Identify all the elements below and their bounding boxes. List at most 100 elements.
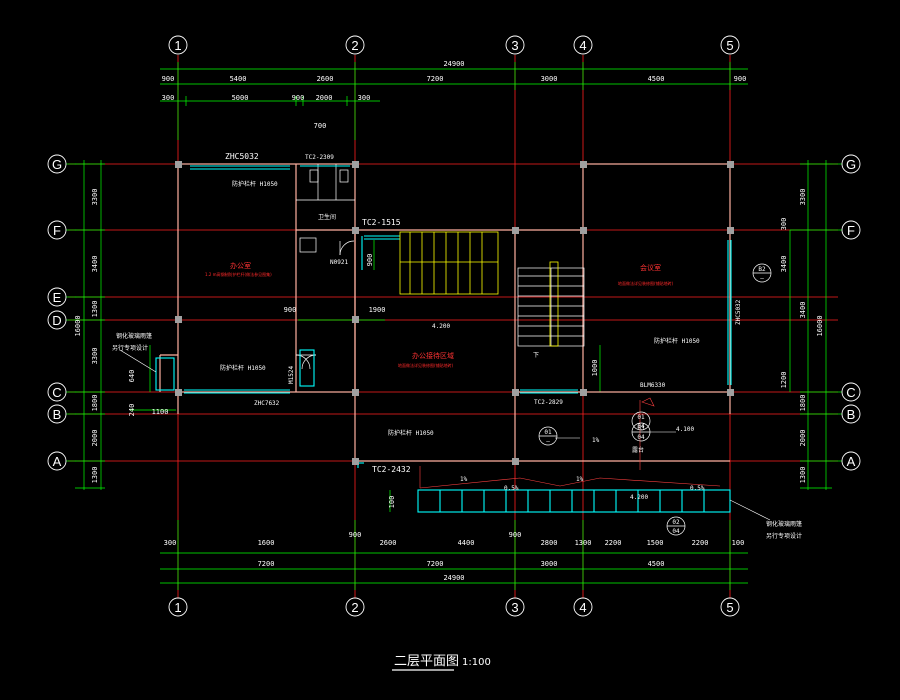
dim-left-6: 2000	[91, 430, 99, 447]
ref-5-bottom: 04	[637, 434, 645, 441]
dim-bottom-inner-8: 1300	[575, 539, 592, 547]
dim-left-total: 16000	[74, 315, 82, 336]
dimension-texts-misc: 700 900 1900 900 640 240 1100 1000 100 1…	[128, 122, 788, 508]
label-note-left-1: 钢化玻璃雨篷	[116, 332, 152, 340]
dim-bottom-inner-5: 4400	[458, 539, 475, 547]
dim-bottom-inner-9: 2200	[605, 539, 622, 547]
dim-misc-1: 700	[314, 122, 327, 130]
dim-left-4: 3300	[91, 348, 99, 365]
label-blm6330: BLM6330	[640, 382, 666, 389]
dim-top-inner-5: 300	[358, 94, 371, 102]
dim-misc-10: 1200	[780, 372, 788, 389]
columns	[175, 161, 734, 465]
leader-lines	[119, 349, 771, 521]
axis-a-left: A	[53, 454, 62, 469]
axis-2-top: 2	[351, 38, 358, 53]
label-slope-3: 1%	[576, 476, 584, 483]
ref-1-bottom: —	[546, 438, 550, 445]
label-rail-2: 防护栏杆 H1050	[654, 337, 700, 345]
axis-f-left: F	[53, 223, 61, 238]
label-office: 办公室	[230, 261, 251, 270]
axis-5-top: 5	[726, 38, 733, 53]
axis-1-bottom: 1	[174, 600, 181, 615]
label-zhc7632: ZHC7632	[254, 400, 280, 407]
dim-top-seg-1: 5400	[230, 75, 247, 83]
label-zhc5032-right: ZHC5032	[735, 299, 742, 325]
dim-bottom-inner-1: 300	[164, 539, 177, 547]
dim-misc-8: 1000	[591, 360, 599, 377]
reference-bubbles	[538, 263, 772, 536]
label-terrace: 露台	[632, 446, 644, 454]
label-office-note: 1.2 m高钢制防护栏杆(做法参见图集)	[205, 271, 272, 277]
windows	[155, 165, 732, 513]
axis-c-left: C	[52, 385, 61, 400]
axis-f-right: F	[847, 223, 855, 238]
axis-1-top: 1	[174, 38, 181, 53]
dim-bottom-seg-1: 7200	[258, 560, 275, 568]
dim-bottom-inner-2: 1600	[258, 539, 275, 547]
dim-top-seg-2: 2600	[317, 75, 334, 83]
label-elev-1: 4.200	[432, 323, 450, 330]
dim-misc-7: 1100	[152, 408, 169, 416]
ref-4-bottom: 04	[672, 528, 680, 535]
label-rail-4: 防护栏杆 H1050	[388, 429, 434, 437]
axis-labels-right: G F C B A	[846, 157, 856, 469]
dim-left-7: 1300	[91, 467, 99, 484]
axis-c-right: C	[846, 385, 855, 400]
ref-3-top: 01	[637, 414, 645, 421]
ref-5-top: 03	[637, 425, 645, 432]
dim-right-6: 1300	[799, 467, 807, 484]
drawing-scale: 1:100	[462, 657, 491, 668]
axis-e-left: E	[53, 290, 62, 305]
label-stair-down: 下	[533, 352, 539, 359]
label-rail-3: 防护栏杆 H1050	[220, 364, 266, 372]
dim-top-inner-1: 300	[162, 94, 175, 102]
dim-bottom-inner-4: 2600	[380, 539, 397, 547]
ref-3-bottom: 04	[637, 423, 645, 430]
reference-texts: 01 — B2 — 01 04 03 04 02 04	[544, 266, 766, 535]
dim-top-edge-right: 900	[734, 75, 747, 83]
dimension-texts-bottom: 24900 7200 7200 3000 4500 300 1600 900 2…	[164, 531, 745, 582]
dim-top-inner-3: 900	[292, 94, 305, 102]
dim-left-1: 3300	[91, 189, 99, 206]
axis-bubbles	[47, 35, 861, 617]
label-meeting: 会议室	[640, 263, 661, 272]
dim-right-5: 2000	[799, 430, 807, 447]
label-elev-3: 4.100	[676, 426, 694, 433]
dim-top-total: 24900	[443, 60, 464, 68]
dim-left-2: 3400	[91, 256, 99, 273]
axis-4-bottom: 4	[579, 600, 586, 615]
axis-lines	[68, 55, 838, 598]
dim-misc-2: 900	[284, 306, 297, 314]
label-window-tc2-2309: TC2-2309	[305, 154, 334, 161]
label-meeting-note: 地面做法详见装修图(铺贴地砖)	[618, 280, 674, 286]
element-labels: ZHC5032 TC2-2309 防护栏杆 H1050 卫生间 TC2-1515…	[112, 152, 802, 540]
axis-2-bottom: 2	[351, 600, 358, 615]
dim-bottom-seg-3: 3000	[541, 560, 558, 568]
axis-labels-left: G F E D C B A	[52, 157, 62, 469]
dim-misc-4: 900	[366, 254, 374, 267]
label-slope-2: 1%	[460, 476, 468, 483]
dim-bottom-inner-7: 2800	[541, 539, 558, 547]
dim-bottom-inner-6: 900	[509, 531, 522, 539]
label-slope-5: 0.5%	[690, 485, 705, 492]
axis-a-right: A	[847, 454, 856, 469]
dimension-texts-top: 24900 5400 2600 7200 3000 4500 900 900 3…	[162, 60, 747, 102]
dimension-lines	[66, 62, 842, 590]
axis-g-left: G	[52, 157, 62, 172]
dim-top-edge-left: 900	[162, 75, 175, 83]
drawing-title: 二层平面图	[394, 654, 459, 669]
dim-bottom-inner-12: 100	[732, 539, 745, 547]
dim-bottom-inner-11: 2200	[692, 539, 709, 547]
dimension-texts-left: 3300 3400 1300 3300 1800 2000 1300 16000	[74, 189, 99, 484]
walls	[159, 163, 731, 462]
dim-left-5: 1800	[91, 395, 99, 412]
dim-bottom-total: 24900	[443, 574, 464, 582]
label-tc2-2829: TC2-2829	[534, 399, 563, 406]
drawing-title-block: 二层平面图 1:100	[392, 654, 491, 671]
label-note-right-1: 钢化玻璃雨篷	[766, 520, 802, 528]
dim-top-inner-2: 5000	[232, 94, 249, 102]
stair-left	[399, 231, 499, 295]
stair-right-outline	[549, 261, 559, 347]
